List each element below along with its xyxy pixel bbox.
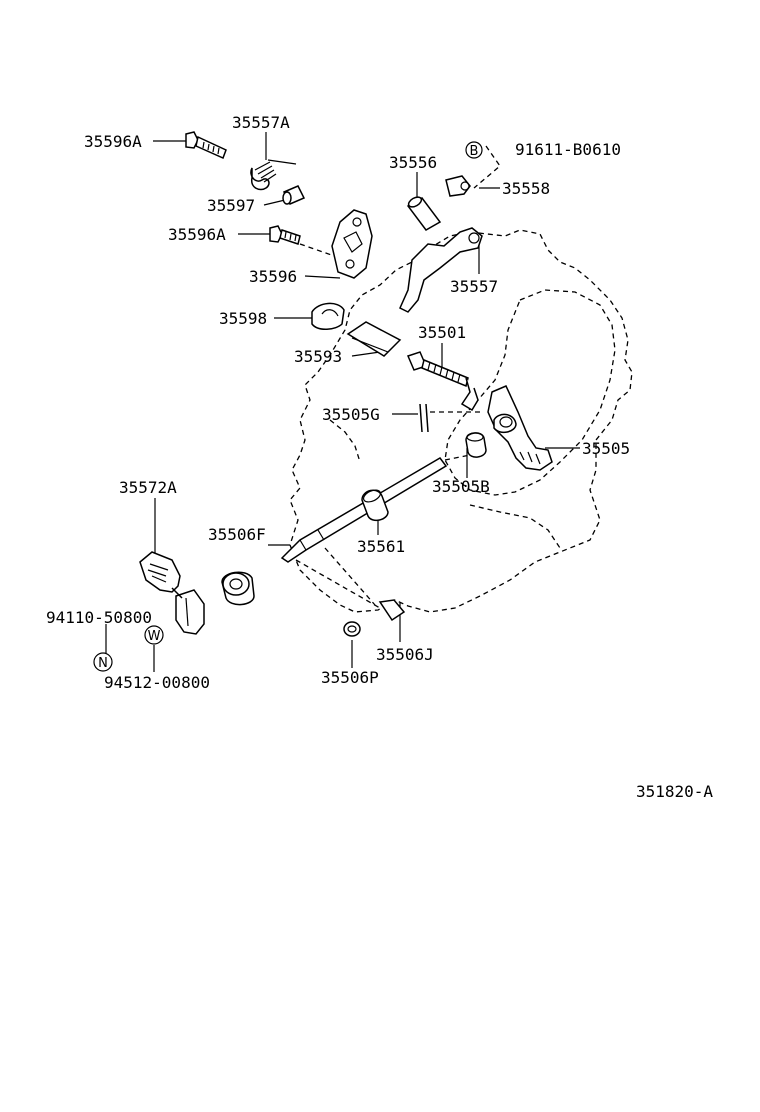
- label-35596A-middle: 35596A: [168, 225, 226, 244]
- bushing-35505B-icon: [465, 432, 487, 458]
- label-91611-B0610: 91611-B0610: [515, 140, 621, 159]
- label-35596: 35596: [249, 267, 297, 286]
- label-35501: 35501: [418, 323, 466, 342]
- label-94110-50800: 94110-50800: [46, 608, 152, 627]
- pin-35597-icon: [282, 185, 306, 205]
- part-labels: 35596A 35557A 91611-B0610 35556 35558 35…: [46, 113, 713, 801]
- label-35506F: 35506F: [208, 525, 266, 544]
- label-35596A-top: 35596A: [84, 132, 142, 151]
- label-35557A: 35557A: [232, 113, 290, 132]
- label-35597: 35597: [207, 196, 255, 215]
- bolt-35596A-top-icon: [185, 131, 227, 160]
- clip-35506J-icon: [378, 599, 406, 622]
- detent-plate-35505-icon: [487, 385, 553, 471]
- pin-35505G-icon: [419, 403, 429, 433]
- shaft-35561-icon: [280, 457, 448, 563]
- transmission-case-outline: [289, 229, 633, 613]
- switch-35572A-icon: [139, 551, 205, 635]
- label-35556: 35556: [389, 153, 437, 172]
- label-35557: 35557: [450, 277, 498, 296]
- label-35506J: 35506J: [376, 645, 434, 664]
- symbol-B: B: [465, 141, 483, 159]
- washer-35506P-icon: [343, 621, 361, 637]
- lever-35557-icon: [399, 227, 483, 313]
- lever-35558-icon: [445, 175, 471, 197]
- symbol-N-label: N: [98, 656, 108, 671]
- label-94512-00800: 94512-00800: [104, 673, 210, 692]
- symbol-N: N: [93, 652, 113, 672]
- seal-35506F-icon: [221, 571, 255, 606]
- label-35505B: 35505B: [432, 477, 490, 496]
- bracket-35596-icon: [331, 209, 373, 279]
- label-35505: 35505: [582, 439, 630, 458]
- figure-code: 351820-A: [636, 782, 713, 801]
- label-35572A: 35572A: [119, 478, 177, 497]
- label-35598: 35598: [219, 309, 267, 328]
- symbol-W: W: [144, 625, 164, 645]
- spring-35557A-icon: [250, 159, 297, 191]
- sleeve-35593-icon: [346, 321, 402, 357]
- label-35558: 35558: [502, 179, 550, 198]
- label-35506P: 35506P: [321, 668, 379, 687]
- label-35561: 35561: [357, 537, 405, 556]
- label-35593: 35593: [294, 347, 342, 366]
- pin-35556-icon: [406, 196, 442, 231]
- symbol-B-label: B: [470, 144, 479, 159]
- collar-35598-icon: [311, 302, 345, 330]
- label-35505G: 35505G: [322, 405, 380, 424]
- symbol-W-label: W: [148, 629, 161, 644]
- bolt-35596A-middle-icon: [269, 225, 301, 245]
- rod-35501-icon: [406, 351, 479, 412]
